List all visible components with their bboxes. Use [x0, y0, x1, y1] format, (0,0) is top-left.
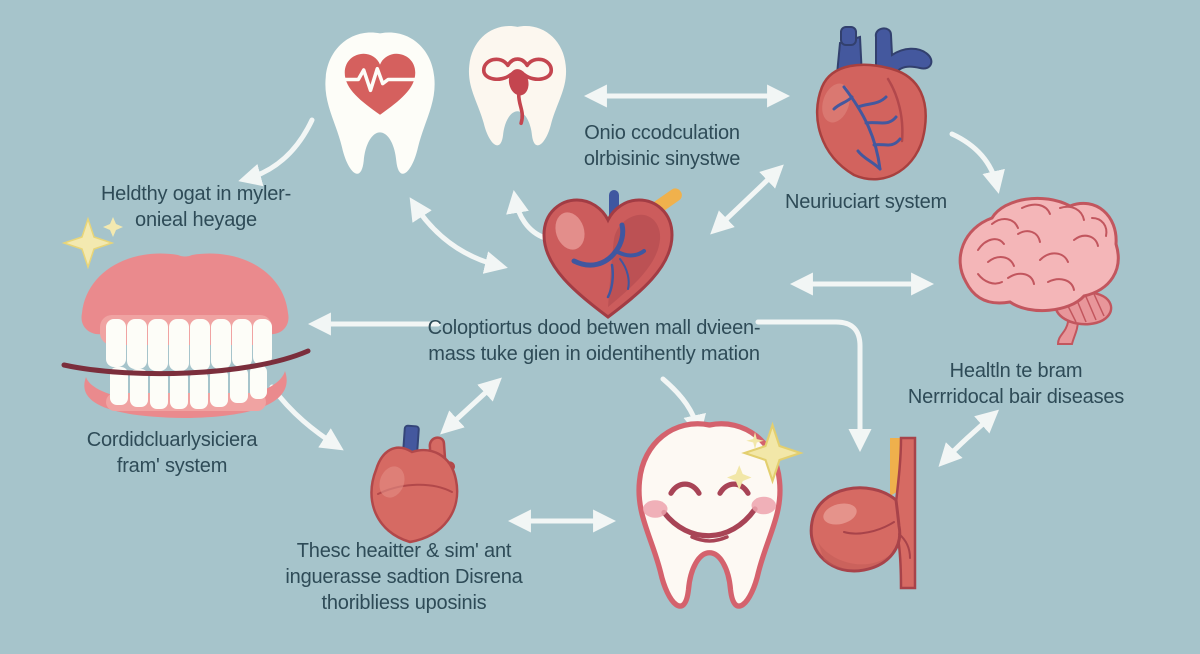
arrow-heart-to-brain: [949, 131, 1005, 194]
label-line: fram' system: [116, 455, 228, 477]
arrow-tooth-to-heartvalentine: [409, 197, 508, 274]
arrow-heartvalentine-heart: [710, 164, 784, 235]
brain-icon: [948, 190, 1128, 345]
healthy-oral-label: Heldthy ogat in myler- onieal heyage: [101, 181, 291, 233]
label-line: Healtln te bram: [949, 360, 1083, 382]
anatomical-heart-icon: [788, 25, 948, 190]
heart-gum-label: Thesc heaitter & sim' ant inguerasse sad…: [285, 538, 522, 616]
molar-roots-icon: [455, 22, 580, 157]
brain-health-label: Healtln te bram Nerrridocal bair disease…: [908, 358, 1124, 410]
mouth-teeth-icon: [58, 215, 313, 420]
circulation-center-label: Coloptiortus dood betwen mall dvieen- ma…: [428, 315, 761, 367]
label-line: mass tuke gien in oidentihently mation: [428, 343, 760, 365]
label-line: Cordidcluarlysiciera: [86, 429, 258, 451]
arrow-center-to-molar: [506, 190, 548, 241]
label-line: Onio ccodculation: [584, 122, 740, 144]
arrow-center-smallheart: [440, 377, 502, 435]
label-line: Neuriuciart system: [785, 191, 947, 213]
heart-vessels-icon: [528, 185, 688, 325]
tooth-heart-icon: [312, 28, 448, 188]
arrow-center-to-stomach: [755, 319, 872, 453]
label-line: thoribliess uposinis: [321, 592, 487, 614]
label-line: Heldthy ogat in myler-: [100, 183, 292, 205]
label-line: onieal heyage: [135, 209, 257, 231]
neuro-system-label: Neuriuciart system: [785, 189, 947, 215]
cardio-system-label: Cordidcluarlysiciera fram' system: [87, 427, 258, 479]
label-line: Nerrridocal bair diseases: [907, 386, 1125, 408]
label-line: inguerasse sadtion Disrena: [285, 566, 523, 588]
oral-circulation-label: Onio ccodculation olrbisinic sinystwe: [584, 120, 740, 172]
stomach-icon: [798, 436, 943, 590]
small-heart-icon: [348, 422, 473, 552]
happy-tooth-icon: [622, 418, 804, 628]
label-line: olrbisinic sinystwe: [583, 148, 741, 170]
label-line: Coloptiortus dood betwen mall dvieen-: [427, 317, 761, 339]
arrow-stomach-brainlabel: [938, 409, 1000, 467]
label-line: Thesc heaitter & sim' ant: [296, 540, 512, 562]
arrow-tooth-to-healthy-label: [238, 117, 315, 187]
